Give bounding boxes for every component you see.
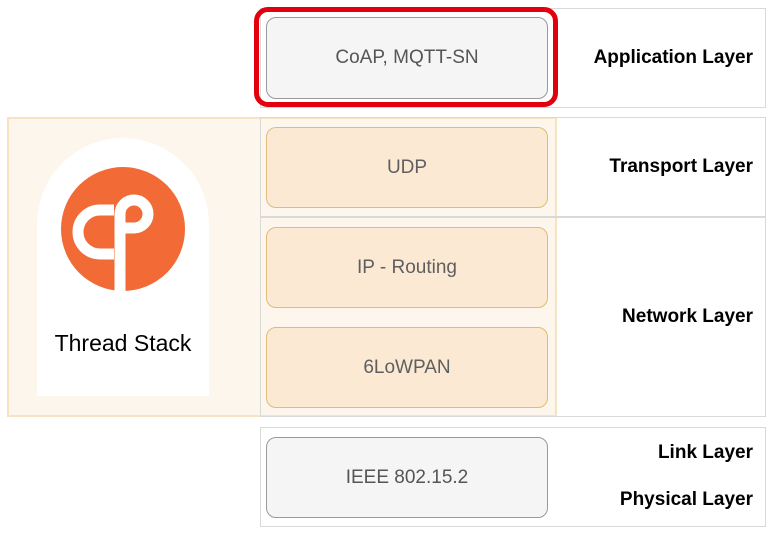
transport-layer-label: Transport Layer (609, 156, 753, 177)
physical-layer-label: Physical Layer (619, 489, 753, 510)
ieee-802-15-box: IEEE 802.15.2 (266, 437, 548, 518)
transport-layer-row (260, 117, 766, 217)
application-layer-label: Application Layer (593, 47, 753, 68)
network-layer-row (260, 217, 766, 417)
link-physical-layer-row (260, 427, 766, 527)
thread-stack-label: Thread Stack (54, 330, 192, 356)
udp-box: UDP (266, 127, 548, 208)
6lowpan-box: 6LoWPAN (266, 327, 548, 408)
application-highlight-frame (254, 7, 558, 107)
network-layer-label: Network Layer (622, 306, 753, 327)
coap-mqtt-box: CoAP, MQTT-SN (266, 17, 548, 99)
ip-routing-box: IP - Routing (266, 227, 548, 308)
link-layer-label: Link Layer (657, 442, 753, 463)
thread-logo-icon (60, 166, 186, 292)
